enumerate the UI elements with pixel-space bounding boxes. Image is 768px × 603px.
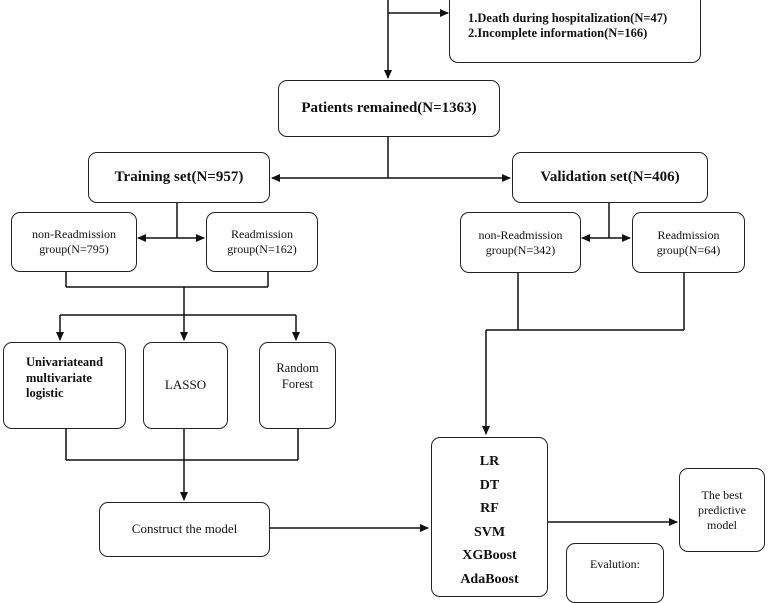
training-set-box: Training set(N=957) bbox=[88, 152, 270, 203]
validation-set-box: Validation set(N=406) bbox=[512, 152, 708, 203]
exclusion-item-death: 1.Death during hospitalization(N=47) bbox=[468, 10, 668, 25]
best-model-label: The best predictive model bbox=[698, 487, 746, 532]
validation-non-readmission-box: non-Readmission group(N=342) bbox=[460, 212, 581, 273]
construct-model-label: Construct the model bbox=[131, 521, 238, 537]
evaluation-label: Evalution: bbox=[590, 557, 640, 571]
lasso-label: LASSO bbox=[164, 377, 207, 393]
best-model-box: The best predictive model bbox=[679, 468, 765, 552]
model-dt: DT bbox=[479, 477, 500, 493]
model-rf: RF bbox=[480, 501, 499, 516]
lasso-box: LASSO bbox=[143, 342, 228, 429]
flowchart-connectors bbox=[56, 0, 685, 532]
models-box: LR DT RF SVM XGBoost AdaBoost bbox=[431, 437, 548, 597]
patients-remained-box: Patients remained(N=1363) bbox=[278, 80, 500, 137]
random-forest-box: Random Forest bbox=[259, 342, 336, 429]
logistic-regression-box: Univariateand multivariate logistic bbox=[3, 342, 126, 429]
evaluation-box: Evalution: bbox=[566, 543, 664, 603]
construct-model-box: Construct the model bbox=[99, 502, 270, 557]
training-non-readmission-label: non-Readmission group(N=795) bbox=[32, 227, 116, 256]
validation-readmission-box: Readmission group(N=64) bbox=[632, 212, 745, 273]
training-readmission-label: Readmission group(N=162) bbox=[227, 227, 297, 256]
validation-non-readmission-label: non-Readmission group(N=342) bbox=[478, 227, 563, 257]
model-svm: SVM bbox=[473, 524, 506, 540]
validation-set-label: Validation set(N=406) bbox=[540, 169, 680, 186]
model-adaboost: AdaBoost bbox=[460, 571, 519, 587]
training-readmission-box: Readmission group(N=162) bbox=[206, 212, 318, 272]
model-lr: LR bbox=[479, 454, 500, 469]
exclusion-item-incomplete: 2.Incomplete information(N=166) bbox=[468, 26, 648, 41]
random-forest-label: Random Forest bbox=[276, 361, 319, 391]
exclusion-box: 1.Death during hospitalization(N=47) 2.I… bbox=[449, 0, 701, 63]
patients-remained-label: Patients remained(N=1363) bbox=[301, 100, 477, 117]
logistic-regression-label: Univariateand multivariate logistic bbox=[26, 355, 104, 401]
validation-readmission-label: Readmission group(N=64) bbox=[656, 227, 721, 257]
training-set-label: Training set(N=957) bbox=[114, 169, 244, 186]
model-xgboost: XGBoost bbox=[462, 548, 517, 563]
training-non-readmission-box: non-Readmission group(N=795) bbox=[11, 212, 137, 272]
